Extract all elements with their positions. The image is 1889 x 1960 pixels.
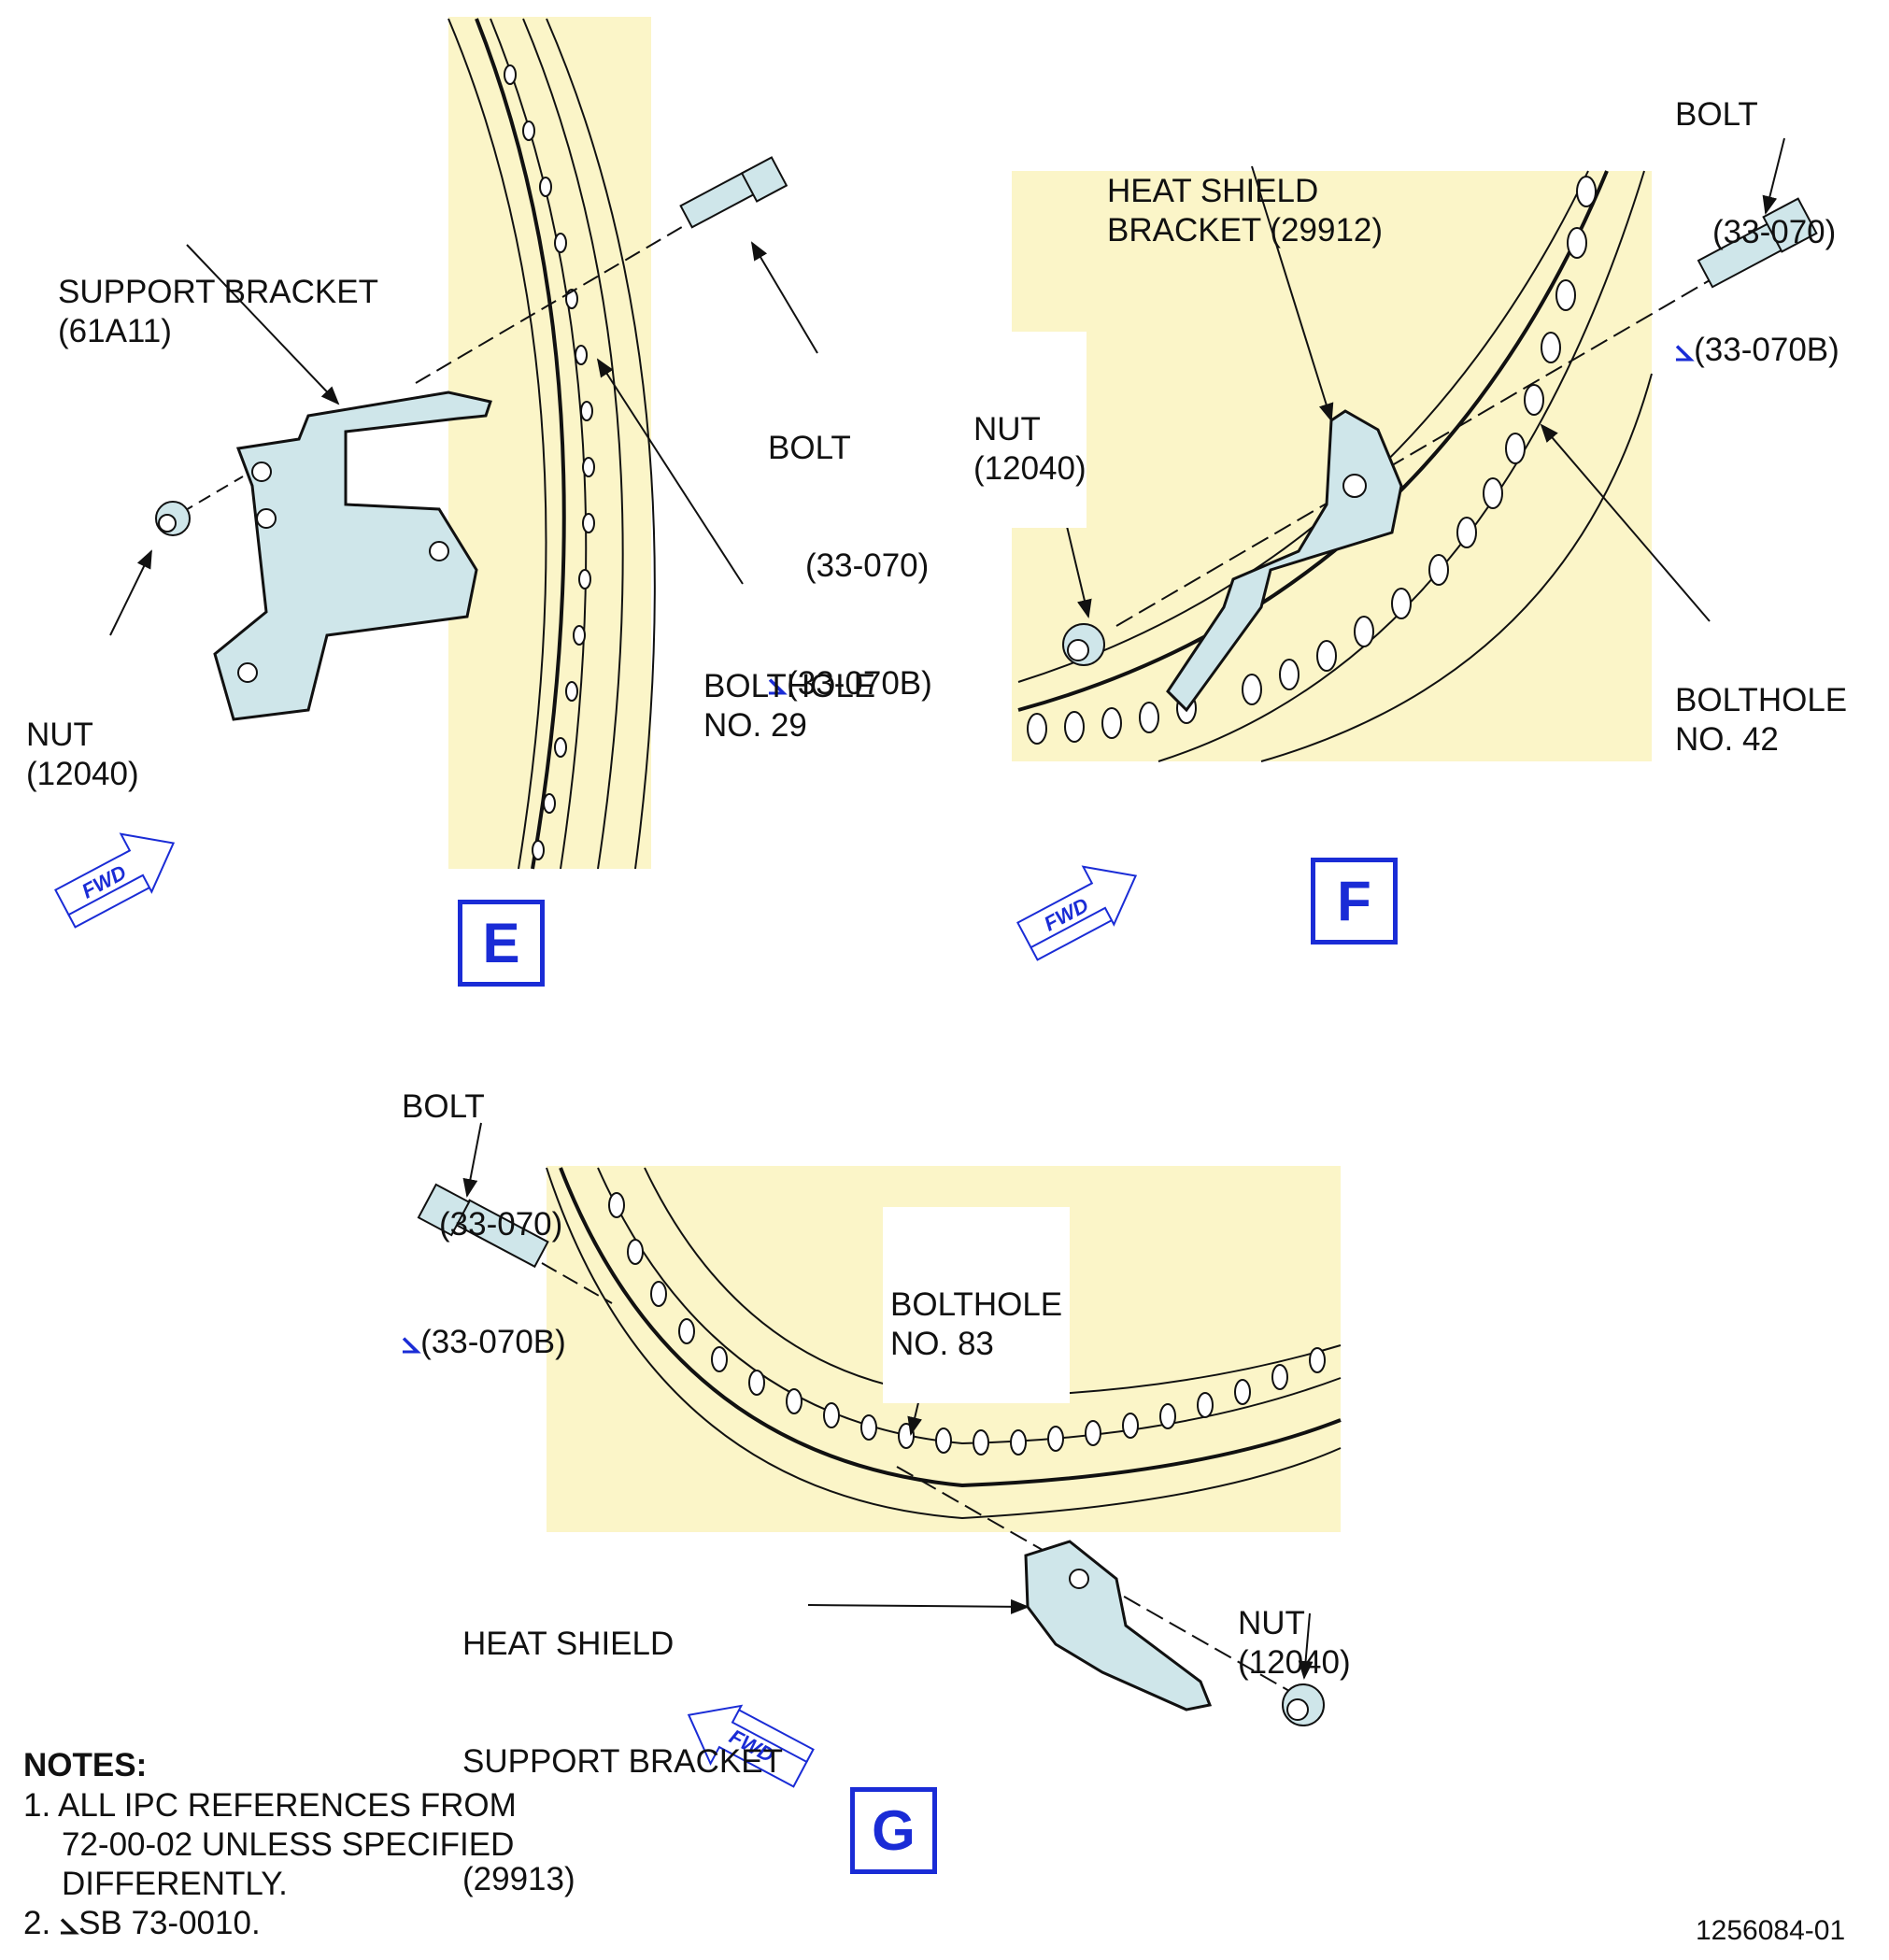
- view-f-box: F: [1311, 858, 1398, 944]
- view-g-box: G: [850, 1787, 937, 1874]
- support-bracket-label: SUPPORT BRACKET(61A11): [58, 274, 378, 349]
- view-f-illustration: [1012, 137, 1818, 762]
- nut-f-label: NUT(12040): [973, 332, 1087, 528]
- notes-title: NOTES:: [23, 1747, 148, 1783]
- fwd-arrow-f-icon: FWD: [1016, 865, 1138, 961]
- nut-e-label: NUT(12040): [26, 717, 139, 792]
- note-2: 2. ⦣SB 73-0010.: [23, 1905, 261, 1941]
- sb-flag-icon: ⦣: [402, 1324, 421, 1360]
- bolt-f-label: BOLT (33-070) ⦣(33-070B): [1675, 96, 1839, 368]
- sb-flag-icon: ⦣: [59, 1905, 79, 1941]
- bolt-g-label: BOLT (33-070) ⦣(33-070B): [402, 1088, 566, 1360]
- document-number: 1256084-01: [1696, 1915, 1846, 1946]
- heat-shield-support-bracket-label: HEAT SHIELD SUPPORT BRACKET (29913): [462, 1626, 783, 1897]
- note-1: 1. ALL IPC REFERENCES FROM: [23, 1787, 517, 1824]
- view-e-box: E: [458, 900, 545, 987]
- bolt-e-label: BOLT (33-070) ⦣(33-070B): [768, 430, 932, 702]
- view-e-illustration: [109, 17, 818, 870]
- note-1-line-2: 72-00-02 UNLESS SPECIFIED: [62, 1826, 515, 1863]
- note-1-line-3: DIFFERENTLY.: [62, 1866, 288, 1902]
- sb-flag-icon: ⦣: [768, 665, 788, 702]
- sb-flag-icon: ⦣: [1675, 332, 1695, 368]
- nut-g-label: NUT(12040): [1238, 1605, 1351, 1681]
